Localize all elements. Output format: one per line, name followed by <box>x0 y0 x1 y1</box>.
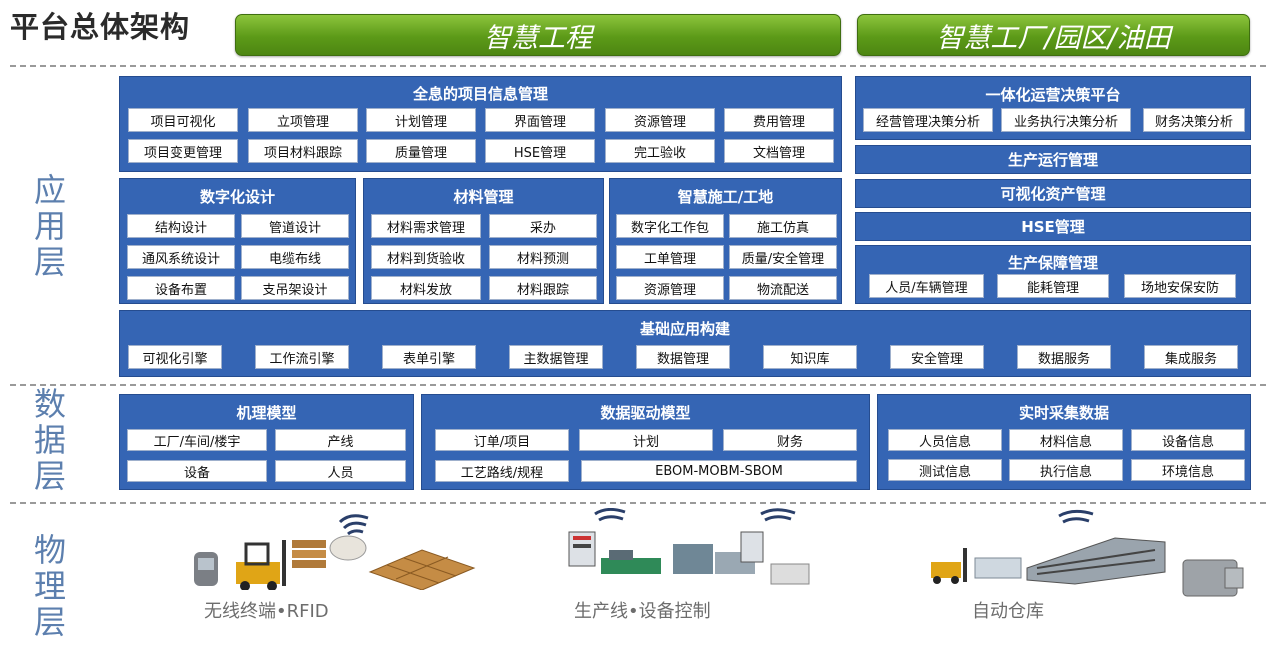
cell: 质量管理 <box>366 139 476 163</box>
cell: 测试信息 <box>888 459 1002 481</box>
cell: 经营管理决策分析 <box>863 108 993 132</box>
cell: 材料需求管理 <box>371 214 481 238</box>
cell: 产线 <box>275 429 406 451</box>
layer-label-application: 应用层 <box>33 171 66 281</box>
cell: 界面管理 <box>485 108 595 132</box>
cell: 材料发放 <box>371 276 481 300</box>
ops-platform-title: 一体化运营决策平台 <box>985 86 1121 104</box>
visual-asset-panel: 可视化资产管理 <box>855 179 1251 208</box>
cell: 安全管理 <box>890 345 984 369</box>
banner-smart-engineering: 智慧工程 <box>235 14 841 56</box>
cell: 项目变更管理 <box>128 139 238 163</box>
prod-run-panel: 生产运行管理 <box>855 145 1251 174</box>
cell: 计划 <box>579 429 713 451</box>
cell: 数据管理 <box>636 345 730 369</box>
cell: 完工验收 <box>605 139 715 163</box>
digital-design-title: 数字化设计 <box>199 188 275 206</box>
cell: 施工仿真 <box>729 214 837 238</box>
cell: 费用管理 <box>724 108 834 132</box>
cell: 数字化工作包 <box>616 214 724 238</box>
cell: 业务执行决策分析 <box>1001 108 1131 132</box>
cell: 设备信息 <box>1131 429 1245 451</box>
project-info-panel: 全息的项目信息管理 项目可视化 立项管理 计划管理 界面管理 资源管理 费用管理… <box>119 76 842 172</box>
cell: 设备 <box>127 460 267 482</box>
cell: 材料到货验收 <box>371 245 481 269</box>
cell: 采办 <box>489 214 597 238</box>
layer-label-data: 数据层 <box>33 385 66 495</box>
cell: 财务决策分析 <box>1143 108 1245 132</box>
cell: 可视化引擎 <box>128 345 222 369</box>
physical-label-wireless: 无线终端•RFID <box>204 601 329 622</box>
base-app-title: 基础应用构建 <box>639 320 730 338</box>
materials-title: 材料管理 <box>453 188 514 206</box>
layer-label-physical: 物理层 <box>33 531 66 641</box>
cell: 知识库 <box>763 345 857 369</box>
cell: 订单/项目 <box>435 429 569 451</box>
cell: 数据服务 <box>1017 345 1111 369</box>
page-title: 平台总体架构 <box>10 10 191 44</box>
cell: 人员/车辆管理 <box>869 274 984 298</box>
cell: 环境信息 <box>1131 459 1245 481</box>
cell: 资源管理 <box>616 276 724 300</box>
cell: 管道设计 <box>241 214 349 238</box>
mech-model-panel: 机理模型 工厂/车间/楼宇 产线 设备 人员 <box>119 394 414 490</box>
cell: HSE管理 <box>485 139 595 163</box>
cell: 电缆布线 <box>241 245 349 269</box>
banner-smart-factory: 智慧工厂/园区/油田 <box>857 14 1250 56</box>
hse-panel: HSE管理 <box>855 212 1251 241</box>
cell: 计划管理 <box>366 108 476 132</box>
cell: 场地安保安防 <box>1124 274 1236 298</box>
cell: 执行信息 <box>1009 459 1123 481</box>
cell: 材料信息 <box>1009 429 1123 451</box>
materials-panel: 材料管理 材料需求管理 采办 材料到货验收 材料预测 材料发放 材料跟踪 <box>363 178 604 304</box>
prod-support-panel: 生产保障管理 人员/车辆管理 能耗管理 场地安保安防 <box>855 245 1251 304</box>
base-app-panel: 基础应用构建 可视化引擎 工作流引擎 表单引擎 主数据管理 数据管理 知识库 安… <box>119 310 1251 377</box>
cell: 项目材料跟踪 <box>248 139 358 163</box>
cell: 立项管理 <box>248 108 358 132</box>
cell: 项目可视化 <box>128 108 238 132</box>
wireless-rfid-icon <box>194 514 476 590</box>
ops-platform-panel: 一体化运营决策平台 经营管理决策分析 业务执行决策分析 财务决策分析 <box>855 76 1251 140</box>
cell: 资源管理 <box>605 108 715 132</box>
project-info-title: 全息的项目信息管理 <box>412 85 548 103</box>
physical-label-warehouse: 自动仓库 <box>972 601 1044 622</box>
data-model-panel: 数据驱动模型 订单/项目 计划 财务 工艺路线/规程 EBOM-MOBM-SBO… <box>421 394 870 490</box>
cell: EBOM-MOBM-SBOM <box>581 460 857 482</box>
digital-design-panel: 数字化设计 结构设计 管道设计 通风系统设计 电缆布线 设备布置 支吊架设计 <box>119 178 356 304</box>
divider-data-physical <box>10 502 1266 504</box>
cell: 工厂/车间/楼宇 <box>127 429 267 451</box>
cell: 文档管理 <box>724 139 834 163</box>
cell: 材料跟踪 <box>489 276 597 300</box>
cell: 支吊架设计 <box>241 276 349 300</box>
cell: 材料预测 <box>489 245 597 269</box>
cell: 工单管理 <box>616 245 724 269</box>
cell: 财务 <box>723 429 857 451</box>
prod-support-title: 生产保障管理 <box>1007 254 1098 272</box>
cell: 表单引擎 <box>382 345 476 369</box>
cell: 通风系统设计 <box>127 245 235 269</box>
cell: 质量/安全管理 <box>729 245 837 269</box>
realtime-title: 实时采集数据 <box>1018 404 1109 422</box>
cell: 人员信息 <box>888 429 1002 451</box>
divider-top <box>10 65 1266 67</box>
cell: 人员 <box>275 460 406 482</box>
cell: 集成服务 <box>1144 345 1238 369</box>
construction-title: 智慧施工/工地 <box>677 188 774 206</box>
cell: 工作流引擎 <box>255 345 349 369</box>
cell: 能耗管理 <box>997 274 1109 298</box>
mech-model-title: 机理模型 <box>236 404 297 422</box>
divider-app-data <box>10 384 1266 386</box>
production-line-icon <box>568 508 810 585</box>
cell: 设备布置 <box>127 276 235 300</box>
cell: 物流配送 <box>729 276 837 300</box>
cell: 工艺路线/规程 <box>435 460 569 482</box>
automated-warehouse-icon <box>931 509 1244 597</box>
realtime-panel: 实时采集数据 人员信息 材料信息 设备信息 测试信息 执行信息 环境信息 <box>877 394 1251 490</box>
data-model-title: 数据驱动模型 <box>600 404 691 422</box>
cell: 主数据管理 <box>509 345 603 369</box>
physical-label-production: 生产线•设备控制 <box>574 601 711 622</box>
cell: 结构设计 <box>127 214 235 238</box>
construction-panel: 智慧施工/工地 数字化工作包 施工仿真 工单管理 质量/安全管理 资源管理 物流… <box>609 178 842 304</box>
